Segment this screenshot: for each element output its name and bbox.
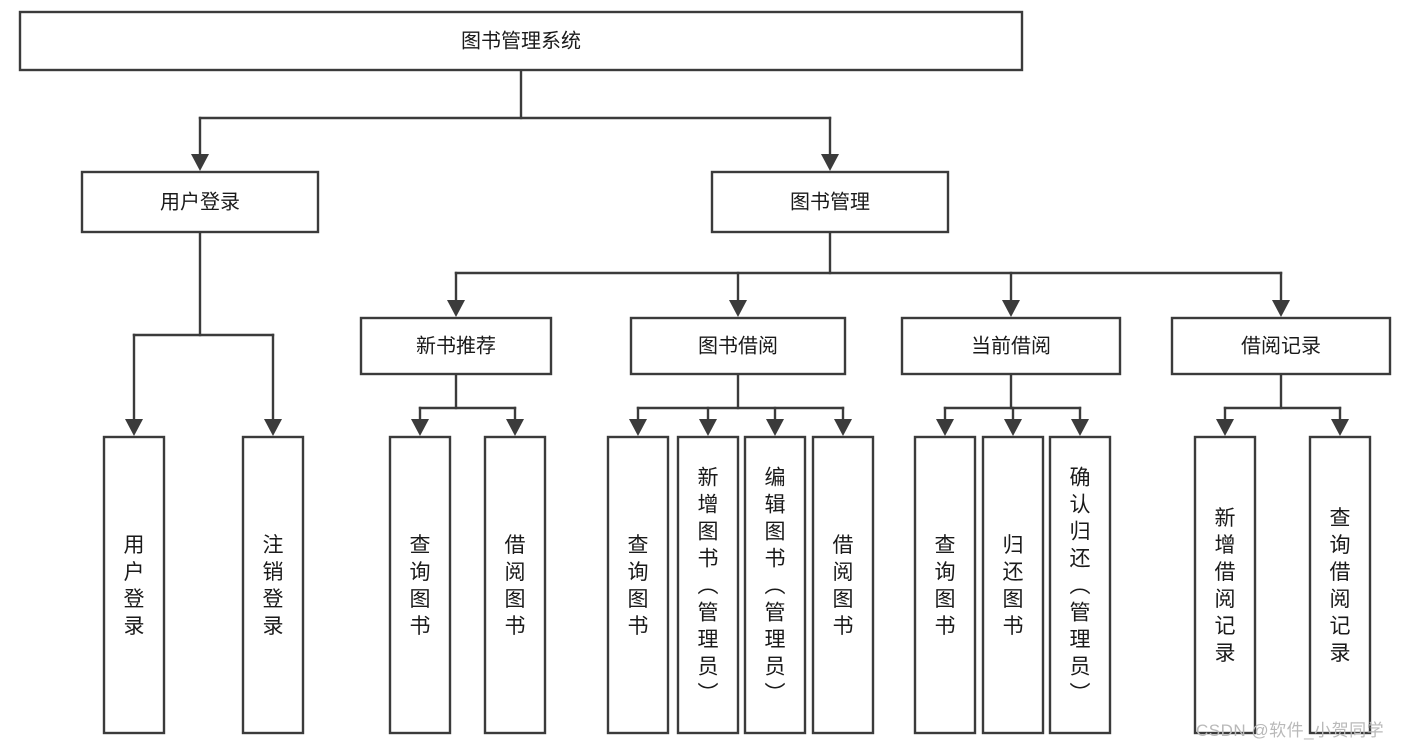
node-leaf-logout-login[interactable]: 注销登录 [241,435,305,735]
node-label-leaf-add-borrow-record: 新增借阅记录 [1215,507,1236,665]
node-leaf-query-book-current[interactable]: 查询图书 [913,435,977,735]
node-box-leaf-user-login [102,435,166,735]
node-current-borrow[interactable]: 当前借阅 [900,316,1122,376]
node-box-current-borrow [900,316,1122,376]
node-label-user-login: 用户登录 [160,190,240,213]
node-user-login[interactable]: 用户登录 [80,170,320,234]
node-box-borrow-record [1170,316,1392,376]
connector-lines [125,68,1349,436]
arrow-head-icon [629,419,647,436]
node-leaf-edit-book-admin[interactable]: 编辑图书︵管理员︶ [743,435,807,735]
arrow-head-icon [506,419,524,436]
arrow-head-icon [1004,419,1022,436]
arrow-head-icon [1002,300,1020,317]
arrow-head-icon [936,419,954,436]
node-book-borrow[interactable]: 图书借阅 [629,316,847,376]
arrow-head-icon [766,419,784,436]
arrow-head-icon [1272,300,1290,317]
csdn-watermark: CSDN @软件_小贺同学 [1196,721,1384,740]
node-borrow-record[interactable]: 借阅记录 [1170,316,1392,376]
node-box-new-book-recommend [359,316,553,376]
node-leaf-confirm-return-admin[interactable]: 确认归还︵管理员︶ [1048,435,1112,735]
node-box-leaf-add-borrow-record [1193,435,1257,735]
node-box-leaf-edit-book-admin [743,435,807,735]
node-label-leaf-query-borrow-record: 查询借阅记录 [1330,507,1351,665]
node-label-leaf-add-book-admin: 新增图书︵管理员︶ [698,467,719,706]
node-box-leaf-return-book [981,435,1045,735]
node-box-leaf-query-book-borrow [606,435,670,735]
node-box-user-login [80,170,320,234]
node-label-book-management: 图书管理 [790,190,870,213]
node-leaf-add-book-admin[interactable]: 新增图书︵管理员︶ [676,435,740,735]
arrow-head-icon [821,154,839,171]
node-box-leaf-confirm-return-admin [1048,435,1112,735]
node-label-leaf-return-book: 归还图书 [1003,534,1024,638]
node-box-book-borrow [629,316,847,376]
arrow-head-icon [834,419,852,436]
arrow-head-icon [729,300,747,317]
node-box-root [18,10,1024,72]
node-box-leaf-query-borrow-record [1308,435,1372,735]
node-box-leaf-borrow-book-rec [483,435,547,735]
node-label-leaf-logout-login: 注销登录 [263,534,284,638]
arrow-head-icon [125,419,143,436]
node-box-leaf-query-book-rec [388,435,452,735]
node-label-new-book-recommend: 新书推荐 [416,334,496,357]
node-label-leaf-edit-book-admin: 编辑图书︵管理员︶ [765,467,786,706]
node-leaf-borrow-book-rec[interactable]: 借阅图书 [483,435,547,735]
node-box-leaf-logout-login [241,435,305,735]
node-leaf-user-login[interactable]: 用户登录 [102,435,166,735]
node-label-root: 图书管理系统 [461,29,581,52]
node-new-book-recommend[interactable]: 新书推荐 [359,316,553,376]
node-root[interactable]: 图书管理系统 [18,10,1024,72]
node-leaf-query-borrow-record[interactable]: 查询借阅记录 [1308,435,1372,735]
node-label-current-borrow: 当前借阅 [971,334,1051,357]
node-box-leaf-query-book-current [913,435,977,735]
node-box-leaf-add-book-admin [676,435,740,735]
arrow-head-icon [1071,419,1089,436]
node-box-leaf-borrow-book [811,435,875,735]
node-label-leaf-borrow-book-rec: 借阅图书 [505,534,526,638]
node-label-leaf-query-book-borrow: 查询图书 [628,534,649,638]
arrow-head-icon [447,300,465,317]
node-book-management[interactable]: 图书管理 [710,170,950,234]
node-label-borrow-record: 借阅记录 [1241,334,1321,357]
arrow-head-icon [1331,419,1349,436]
node-leaf-query-book-borrow[interactable]: 查询图书 [606,435,670,735]
node-label-leaf-borrow-book: 借阅图书 [833,534,854,638]
node-leaf-add-borrow-record[interactable]: 新增借阅记录 [1193,435,1257,735]
node-label-book-borrow: 图书借阅 [698,334,778,357]
node-label-leaf-query-book-rec: 查询图书 [410,534,431,638]
arrow-head-icon [411,419,429,436]
node-leaf-borrow-book[interactable]: 借阅图书 [811,435,875,735]
node-label-leaf-confirm-return-admin: 确认归还︵管理员︶ [1070,467,1091,706]
arrow-head-icon [1216,419,1234,436]
node-box-book-management [710,170,950,234]
diagram-nodes: 图书管理系统用户登录图书管理新书推荐图书借阅当前借阅借阅记录用户登录注销登录查询… [18,10,1392,735]
arrow-head-icon [264,419,282,436]
arrow-head-icon [191,154,209,171]
node-label-leaf-user-login: 用户登录 [124,534,145,638]
node-leaf-return-book[interactable]: 归还图书 [981,435,1045,735]
arrow-head-icon [699,419,717,436]
node-label-leaf-query-book-current: 查询图书 [935,534,956,638]
node-leaf-query-book-rec[interactable]: 查询图书 [388,435,452,735]
